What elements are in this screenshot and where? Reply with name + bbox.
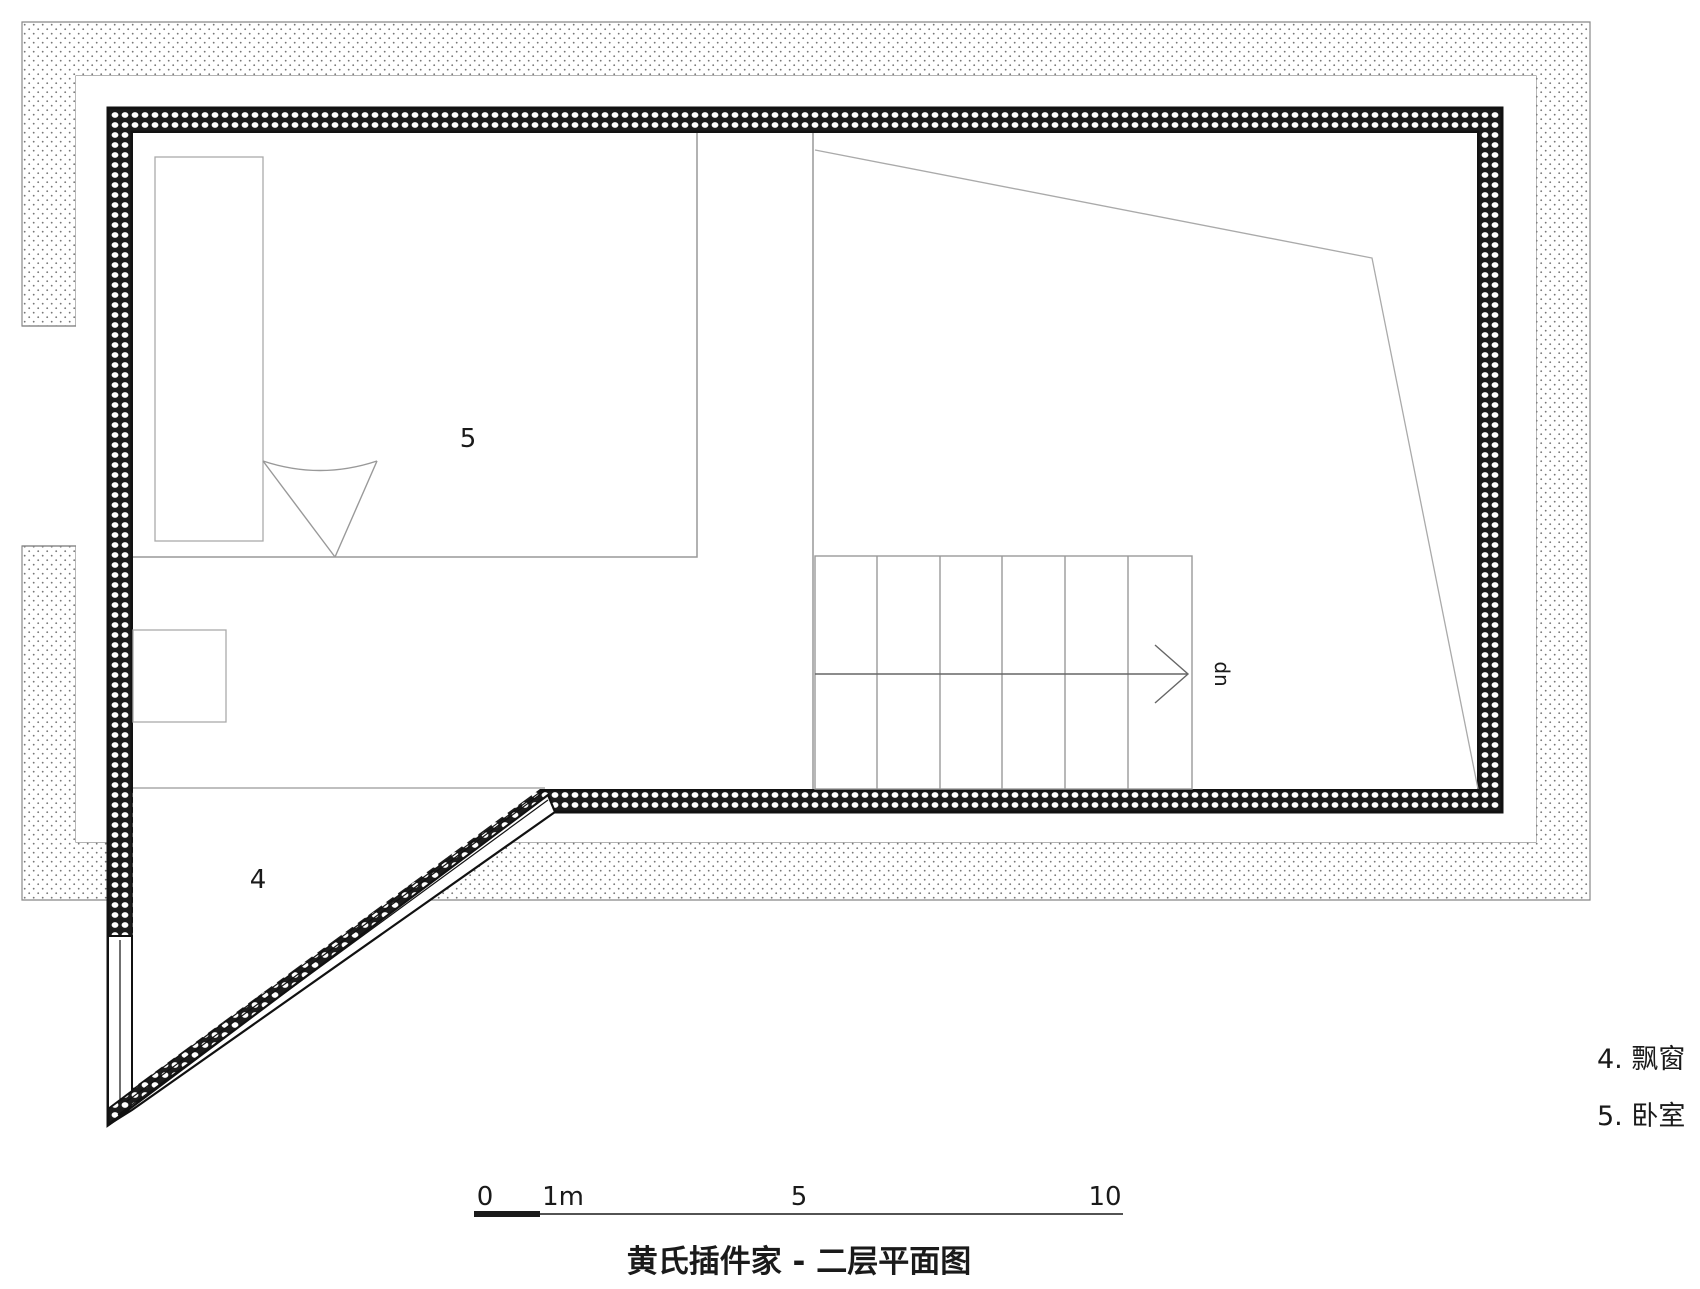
scale-label-1m: 1m — [542, 1182, 584, 1212]
room-number-4: 4 — [250, 865, 267, 895]
void-outline — [814, 149, 1479, 790]
interior-partitions — [133, 133, 814, 789]
bay-window-walls — [107, 789, 557, 1126]
legend-item-4: 4. 飘窗 — [1597, 1044, 1685, 1075]
staircase — [814, 555, 1193, 790]
scale-label-0: 0 — [477, 1182, 494, 1212]
room-number-5: 5 — [460, 424, 477, 454]
scale-label-10: 10 — [1088, 1182, 1121, 1212]
bed-outline — [154, 156, 264, 542]
bedside-table — [132, 629, 227, 723]
legend-item-5: 5. 卧室 — [1597, 1101, 1685, 1132]
stair-direction-label: dn — [1210, 661, 1234, 686]
scale-bar: 0 1m 5 10 — [474, 1182, 1123, 1217]
scale-label-5: 5 — [791, 1182, 808, 1212]
drawing-title: 黄氏插件家 - 二层平面图 — [627, 1244, 971, 1280]
door-swing — [262, 460, 378, 558]
